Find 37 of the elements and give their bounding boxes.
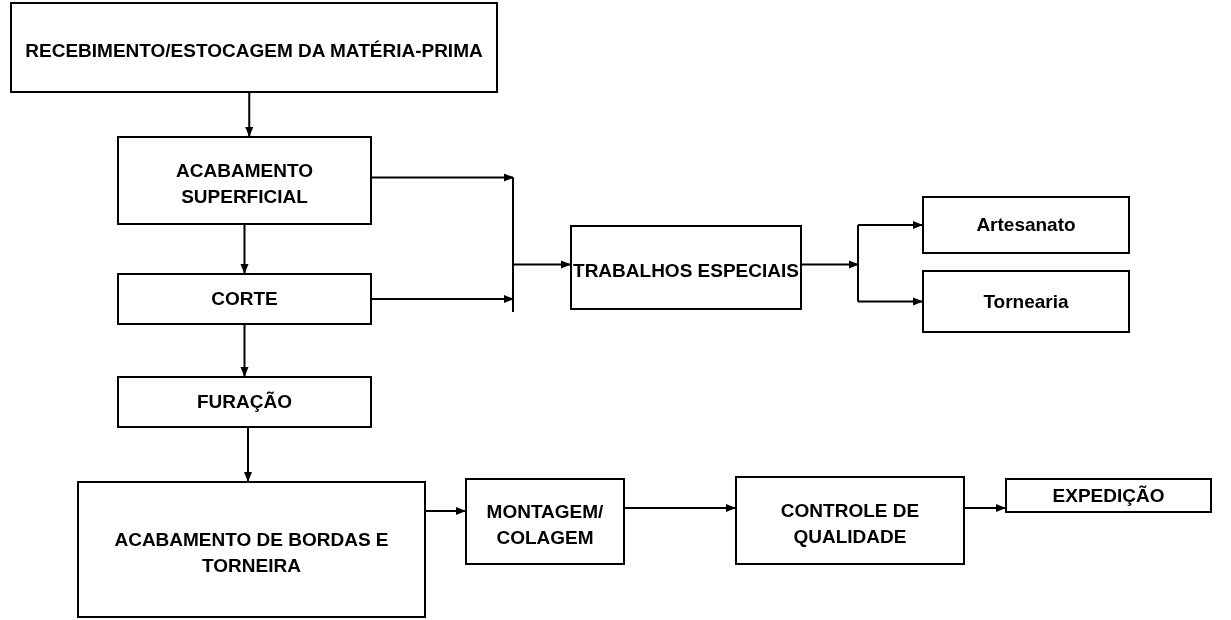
arrow bbox=[371, 295, 514, 303]
arrow bbox=[245, 92, 254, 137]
box-label: EXPEDIÇÃO bbox=[1052, 483, 1165, 508]
box-label: Artesanato bbox=[976, 213, 1076, 238]
process-box bbox=[922, 270, 1130, 333]
arrow bbox=[624, 504, 736, 512]
process-box bbox=[922, 196, 1130, 254]
arrow bbox=[857, 297, 923, 306]
junction-bar bbox=[512, 176, 514, 313]
box-label: TRABALHOS ESPECIAIS bbox=[573, 258, 799, 283]
arrow bbox=[964, 504, 1006, 512]
process-box bbox=[117, 376, 372, 428]
process-box bbox=[1005, 478, 1212, 513]
process-box bbox=[570, 225, 802, 310]
process-box bbox=[117, 273, 372, 325]
process-box bbox=[117, 136, 372, 225]
arrow bbox=[425, 507, 466, 515]
box-label: RECEBIMENTO/ESTOCAGEM DA MATÉRIA-PRIMA bbox=[25, 38, 483, 63]
arrow bbox=[240, 324, 249, 377]
box-label: MONTAGEM/ COLAGEM bbox=[485, 499, 605, 550]
connector-line bbox=[857, 224, 859, 303]
box-label: FURAÇÃO bbox=[197, 390, 292, 415]
box-label: CORTE bbox=[211, 287, 278, 312]
box-label: ACABAMENTO SUPERFICIAL bbox=[175, 158, 314, 209]
box-label: Tornearia bbox=[983, 289, 1069, 314]
box-label: ACABAMENTO DE BORDAS E TORNEIRA bbox=[113, 527, 390, 578]
arrow bbox=[371, 173, 514, 182]
box-label: CONTROLE DE QUALIDADE bbox=[779, 498, 921, 549]
arrow bbox=[512, 260, 571, 269]
process-box bbox=[465, 478, 625, 565]
process-box bbox=[735, 476, 965, 565]
process-box bbox=[10, 2, 498, 93]
arrow bbox=[240, 224, 249, 274]
process-box bbox=[77, 481, 426, 618]
arrow bbox=[801, 260, 859, 269]
arrow bbox=[857, 221, 923, 229]
arrow bbox=[244, 427, 252, 482]
